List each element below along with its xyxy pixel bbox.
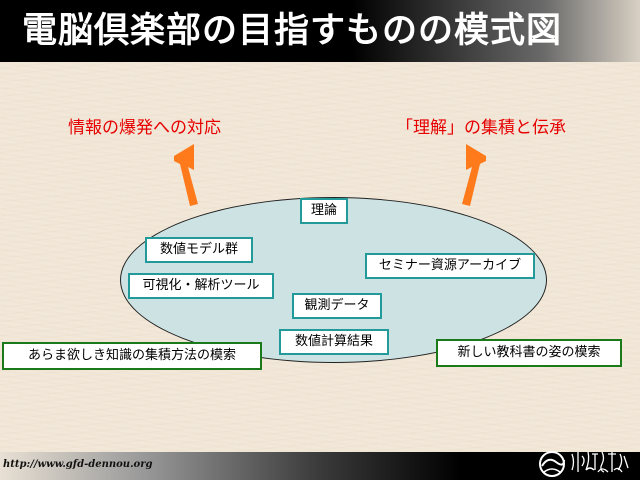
- club-seal-logo: [539, 451, 629, 477]
- arrow-up-right-icon: [462, 144, 486, 206]
- footer-url: http://www.gfd-dennou.org: [3, 459, 153, 470]
- page-title: 電脳倶楽部の目指すものの模式図: [22, 11, 563, 51]
- node-theory: 理論: [300, 198, 348, 224]
- title-bar: [0, 0, 640, 62]
- node-numerical-results: 数値計算結果: [279, 329, 389, 355]
- arrow-up-left-icon: [174, 144, 198, 206]
- box-new-textbook: 新しい教科書の姿の模索: [436, 339, 622, 367]
- node-seminar-archive: セミナー資源アーカイブ: [365, 253, 535, 279]
- node-numerical-models: 数値モデル群: [145, 237, 253, 263]
- node-visualization-tools: 可視化・解析ツール: [128, 273, 274, 299]
- box-knowledge-accumulation: あらま欲しき知識の集積方法の模索: [2, 342, 262, 370]
- heading-understanding-accumulation: 「理解」の集積と伝承: [396, 118, 566, 138]
- heading-information-explosion: 情報の爆発への対応: [68, 118, 221, 138]
- node-observation-data: 観測データ: [292, 293, 382, 319]
- footer-bar: [0, 452, 640, 480]
